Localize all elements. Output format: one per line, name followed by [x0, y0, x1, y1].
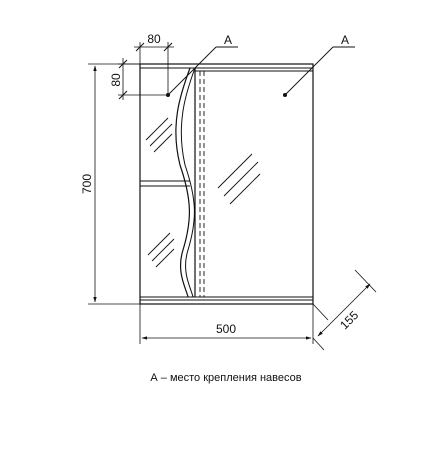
dimension-label-depth: 155: [337, 308, 361, 332]
dimension-label-shelf-width: 80: [147, 32, 161, 46]
mount-label-right: A: [341, 33, 349, 47]
dimension-label-height: 700: [80, 174, 94, 194]
cabinet-outline: [139, 63, 314, 305]
mount-marker-right: A: [283, 33, 355, 97]
dimension-depth: 155: [312, 269, 377, 351]
open-shelves: [140, 67, 196, 298]
dimension-label-top-offset: 80: [109, 73, 123, 87]
dimension-width: 500: [139, 304, 314, 344]
mirror-door: [194, 68, 205, 297]
caption-mount-legend: А – место крепления навесов: [150, 372, 301, 384]
mount-marker-left: A: [166, 33, 238, 97]
dimension-shelf-width: 80: [134, 32, 174, 95]
dimension-height: 700: [80, 63, 140, 305]
mount-label-left: A: [224, 33, 232, 47]
dimension-label-width: 500: [216, 322, 236, 336]
glass-reflections: [145, 117, 261, 268]
